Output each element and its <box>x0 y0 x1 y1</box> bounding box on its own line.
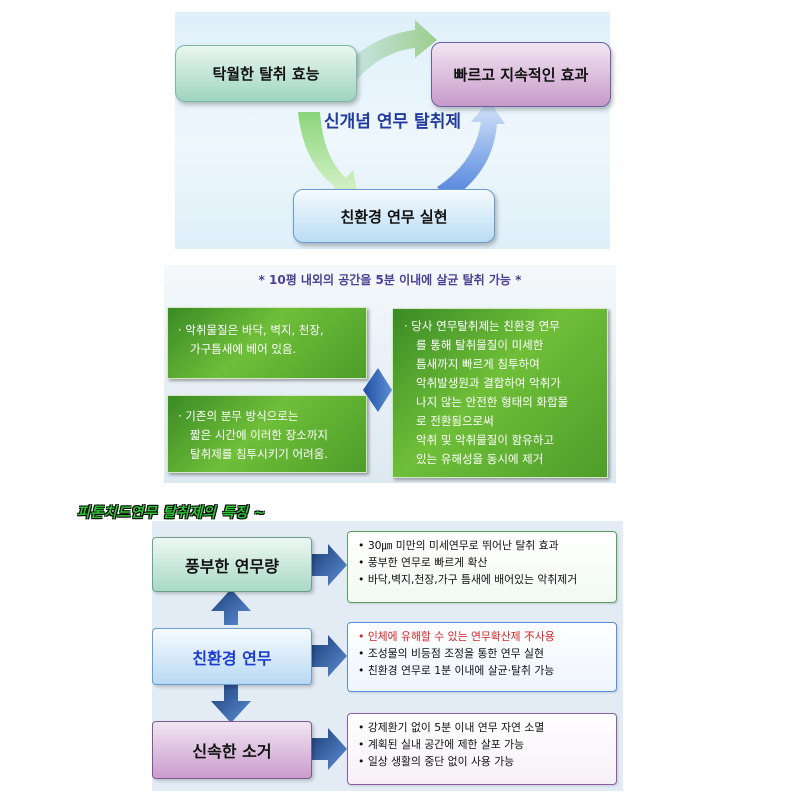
text-line: 나지 않는 안전한 형태의 화합물 <box>416 395 569 409</box>
text-line: 있는 유해성을 동시에 제거 <box>416 452 544 466</box>
list-item: • 조성물의 비등점 조정을 통한 연무 실현 <box>358 647 544 660</box>
feature-label-rich-fog: 풍부한 연무량 <box>152 537 312 592</box>
text-line: 로 전환됨으로써 <box>416 414 494 428</box>
arrow-right-icon <box>312 635 347 677</box>
arrow-top <box>335 20 437 82</box>
cycle-center-title: 신개념 연무 탈취제 <box>324 112 461 132</box>
feature-label-eco-fog: 친환경 연무 <box>152 628 312 685</box>
arrow-right-icon <box>312 544 347 586</box>
text-line: · 악취물질은 바닥, 벽지, 천장, <box>178 323 324 337</box>
text-line: 악취 및 악취물질이 함유하고 <box>416 433 554 447</box>
text-line: 틈새까지 빠르게 침투하여 <box>416 357 540 371</box>
feature-arrows <box>211 544 347 770</box>
arrow-left <box>298 112 358 197</box>
feature-detail-fast-dissipation: • 강제환기 없이 5분 이내 연무 자연 소멸 • 계획된 실내 공간에 제한… <box>347 713 617 785</box>
arrow-up-icon <box>211 589 251 625</box>
list-item: • 계획된 실내 공간에 제한 살포 가능 <box>358 738 525 751</box>
cycle-arrows <box>298 20 505 200</box>
arrow-right-icon <box>312 728 347 770</box>
list-item: • 바닥,벽지,천장,가구 틈새에 배어있는 악취제거 <box>358 573 578 586</box>
feature-detail-rich-fog: • 30㎛ 미만의 미세연무로 뛰어난 탈취 효과 • 풍부한 연무로 빠르게 … <box>347 531 617 603</box>
problem-box-spray-method: · 기존의 분무 방식으로는 짧은 시간에 이러한 장소까지 탈취제를 침투시키… <box>167 395 367 473</box>
list-item: • 일상 생활의 중단 없이 사용 가능 <box>358 755 515 768</box>
feature-label-fast-dissipation: 신속한 소거 <box>152 721 312 779</box>
merge-arrow <box>363 368 392 412</box>
arrow-right-icon <box>363 368 392 412</box>
list-item: • 강제환기 없이 5분 이내 연무 자연 소멸 <box>358 721 545 734</box>
text-line: 탈취제를 침투시키기 어려움. <box>190 447 328 461</box>
text-line: 가구틈새에 베어 있음. <box>190 342 297 356</box>
text-line: 짧은 시간에 이러한 장소까지 <box>190 428 328 442</box>
list-item: • 풍부한 연무로 빠르게 확산 <box>358 556 488 569</box>
solution-box: · 당사 연무탈취제는 친환경 연무 를 통해 탈취물질이 미세한 틈새까지 빠… <box>392 308 608 478</box>
features-heading: 피톤치드연무 탈취제의 특징 ~ <box>77 505 266 521</box>
effect-box-fast-lasting: 빠르고 지속적인 효과 <box>431 42 611 107</box>
text-line: 악취발생원과 결합하여 악취가 <box>416 376 561 390</box>
cycle-diagram-panel: 탁월한 탈취 효능 빠르고 지속적인 효과 친환경 연무 실현 신개념 연무 탈… <box>175 12 611 249</box>
arrow-right <box>437 100 505 200</box>
text-line: 를 통해 탈취물질이 미세한 <box>416 338 544 352</box>
effect-box-deodorizing: 탁월한 탈취 효능 <box>175 45 357 102</box>
text-line: · 당사 연무탈취제는 친환경 연무 <box>404 319 560 333</box>
arrow-down-icon <box>211 685 251 723</box>
problem-solution-panel: * 10평 내외의 공간을 5분 이내에 살균 탈취 가능 * · 악취물질은 … <box>164 265 616 483</box>
features-panel: 풍부한 연무량 친환경 연무 신속한 소거 • 30㎛ 미만의 미세연무로 뛰어… <box>152 521 623 791</box>
panel-caption: * 10평 내외의 공간을 5분 이내에 살균 탈취 가능 * <box>258 273 522 287</box>
list-item-highlight: • 인체에 유해할 수 있는 연무확산제 不사용 <box>358 630 555 643</box>
list-item: • 30㎛ 미만의 미세연무로 뛰어난 탈취 효과 <box>358 539 559 552</box>
effect-box-eco: 친환경 연무 실현 <box>293 189 495 243</box>
text-line: · 기존의 분무 방식으로는 <box>178 409 299 423</box>
problem-box-odor-location: · 악취물질은 바닥, 벽지, 천장, 가구틈새에 베어 있음. <box>167 307 367 379</box>
list-item: • 친환경 연무로 1분 이내에 살균·탈취 가능 <box>358 664 555 677</box>
feature-detail-eco-fog: • 인체에 유해할 수 있는 연무확산제 不사용 • 조성물의 비등점 조정을 … <box>347 622 617 692</box>
